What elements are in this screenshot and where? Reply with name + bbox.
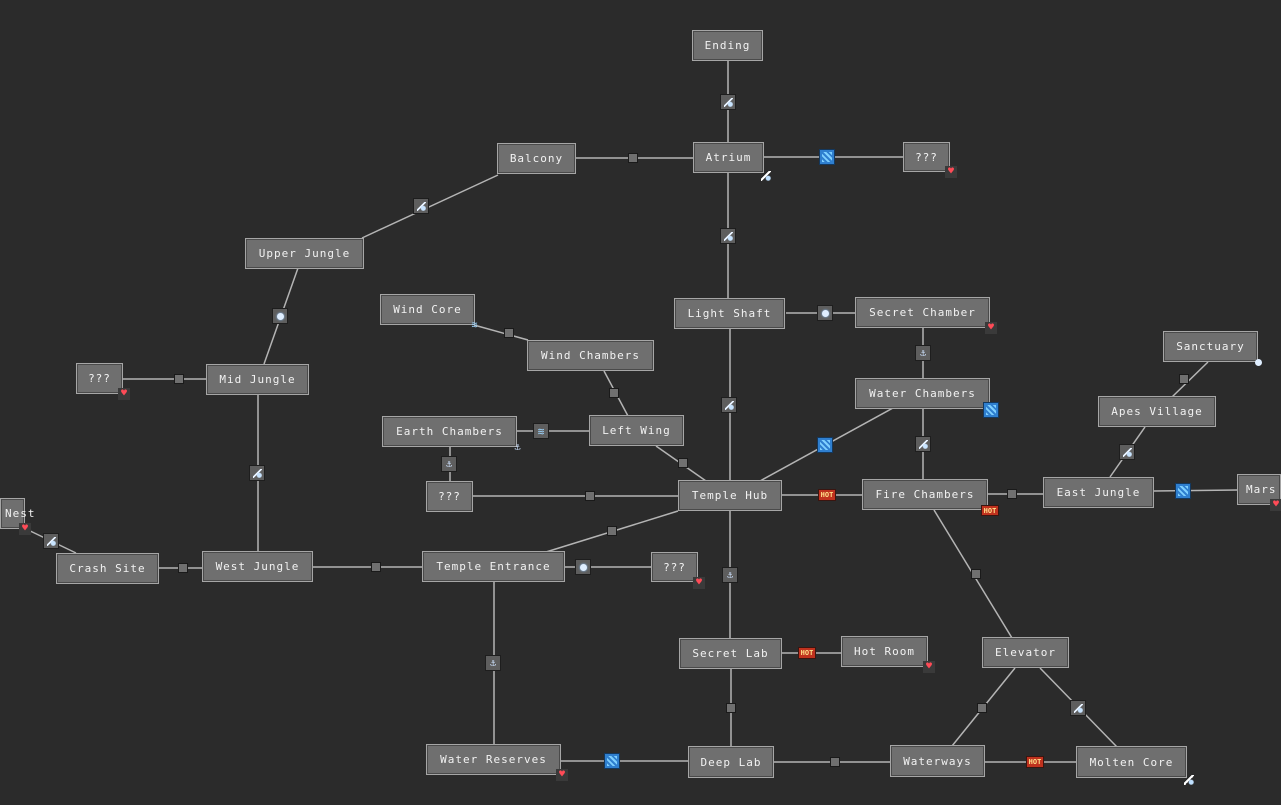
wind-icon bbox=[533, 423, 549, 439]
room-unknown-mid[interactable]: ??? bbox=[426, 481, 473, 512]
room-wind-core[interactable]: Wind Core bbox=[380, 294, 475, 325]
room-ending[interactable]: Ending bbox=[692, 30, 763, 61]
room-mid-jungle[interactable]: Mid Jungle bbox=[206, 364, 309, 395]
water-icon bbox=[819, 149, 835, 165]
lock-icon bbox=[1007, 489, 1017, 499]
room-nest[interactable]: Nest bbox=[0, 498, 35, 529]
hot-icon: HOT bbox=[1026, 756, 1044, 768]
room-earth-chambers[interactable]: Earth Chambers bbox=[382, 416, 517, 447]
key-icon bbox=[720, 94, 736, 110]
room-unknown-top-right[interactable]: ??? bbox=[903, 142, 950, 172]
room-crash-site[interactable]: Crash Site bbox=[56, 553, 159, 584]
lock-icon bbox=[628, 153, 638, 163]
wind-icon bbox=[468, 319, 481, 332]
room-unknown-bottom[interactable]: ??? bbox=[651, 552, 698, 582]
room-elevator[interactable]: Elevator bbox=[982, 637, 1069, 668]
lock-icon bbox=[830, 757, 840, 767]
anchor-icon bbox=[722, 567, 738, 583]
room-sanctuary[interactable]: Sanctuary bbox=[1163, 331, 1258, 362]
hot-icon: HOT bbox=[981, 505, 999, 516]
room-temple-hub[interactable]: Temple Hub bbox=[678, 480, 782, 511]
room-water-chambers[interactable]: Water Chambers bbox=[855, 378, 990, 409]
heart-icon: ♥ bbox=[556, 769, 568, 781]
key-icon bbox=[759, 169, 772, 182]
heart-icon: ♥ bbox=[923, 661, 935, 673]
water-icon bbox=[604, 753, 620, 769]
room-unknown-left[interactable]: ??? bbox=[76, 363, 123, 394]
room-balcony[interactable]: Balcony bbox=[497, 143, 576, 174]
key-icon bbox=[43, 533, 59, 549]
lock-icon bbox=[585, 491, 595, 501]
key-icon bbox=[721, 397, 737, 413]
heart-icon: ♥ bbox=[1270, 499, 1281, 511]
key-icon bbox=[1070, 700, 1086, 716]
lock-icon bbox=[174, 374, 184, 384]
key-icon bbox=[413, 198, 429, 214]
orb-icon bbox=[575, 559, 591, 575]
lock-icon bbox=[607, 526, 617, 536]
water-icon bbox=[817, 437, 833, 453]
anchor-icon bbox=[485, 655, 501, 671]
room-fire-chambers[interactable]: Fire Chambers bbox=[862, 479, 988, 510]
water-icon bbox=[983, 402, 999, 418]
lock-icon bbox=[971, 569, 981, 579]
anchor-icon bbox=[441, 456, 457, 472]
hot-icon: HOT bbox=[798, 647, 816, 659]
lock-icon bbox=[678, 458, 688, 468]
room-upper-jungle[interactable]: Upper Jungle bbox=[245, 238, 364, 269]
key-icon bbox=[1119, 444, 1135, 460]
room-light-shaft[interactable]: Light Shaft bbox=[674, 298, 785, 329]
heart-icon: ♥ bbox=[118, 388, 130, 400]
lock-icon bbox=[977, 703, 987, 713]
room-left-wing[interactable]: Left Wing bbox=[589, 415, 684, 446]
room-east-jungle[interactable]: East Jungle bbox=[1043, 477, 1154, 508]
orb-icon bbox=[272, 308, 288, 324]
lock-icon bbox=[371, 562, 381, 572]
room-apes-village[interactable]: Apes Village bbox=[1098, 396, 1216, 427]
hot-icon: HOT bbox=[818, 489, 836, 501]
room-temple-entrance[interactable]: Temple Entrance bbox=[422, 551, 565, 582]
room-waterways[interactable]: Waterways bbox=[890, 745, 985, 777]
lock-icon bbox=[504, 328, 514, 338]
lock-icon bbox=[726, 703, 736, 713]
room-molten-core[interactable]: Molten Core bbox=[1076, 746, 1187, 778]
key-icon bbox=[720, 228, 736, 244]
heart-icon: ♥ bbox=[945, 166, 957, 178]
heart-icon: ♥ bbox=[693, 577, 705, 589]
lock-icon bbox=[609, 388, 619, 398]
room-west-jungle[interactable]: West Jungle bbox=[202, 551, 313, 582]
key-icon bbox=[1182, 773, 1195, 786]
lock-icon bbox=[178, 563, 188, 573]
room-secret-chamber[interactable]: Secret Chamber bbox=[855, 297, 990, 328]
key-icon bbox=[249, 465, 265, 481]
water-icon bbox=[1175, 483, 1191, 499]
orb-icon bbox=[1252, 356, 1265, 369]
room-atrium[interactable]: Atrium bbox=[693, 142, 764, 173]
heart-icon: ♥ bbox=[985, 322, 997, 334]
heart-icon: ♥ bbox=[19, 523, 31, 535]
room-secret-lab[interactable]: Secret Lab bbox=[679, 638, 782, 669]
room-hot-room[interactable]: Hot Room bbox=[841, 636, 928, 667]
room-deep-lab[interactable]: Deep Lab bbox=[688, 746, 774, 778]
room-wind-chambers[interactable]: Wind Chambers bbox=[527, 340, 654, 371]
lock-icon bbox=[1179, 374, 1189, 384]
anchor-icon bbox=[915, 345, 931, 361]
anchor-icon bbox=[511, 441, 524, 454]
orb-icon bbox=[817, 305, 833, 321]
key-icon bbox=[915, 436, 931, 452]
room-water-reserves[interactable]: Water Reserves bbox=[426, 744, 561, 775]
